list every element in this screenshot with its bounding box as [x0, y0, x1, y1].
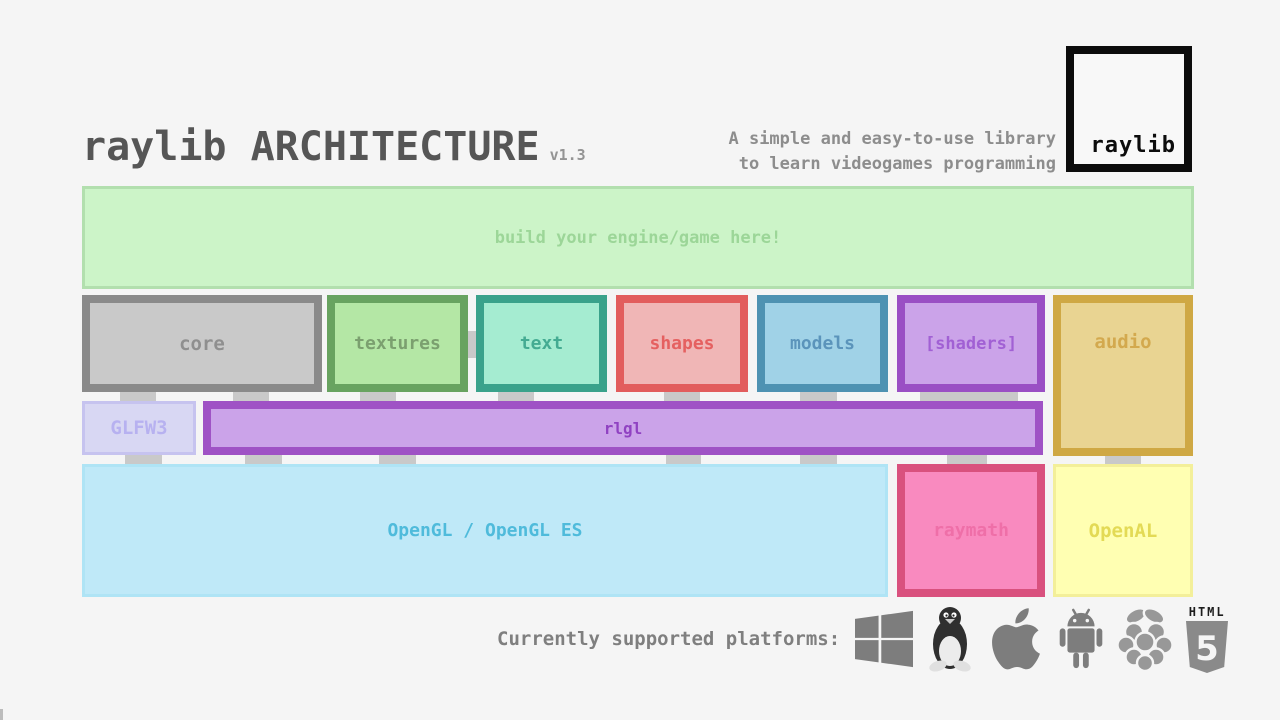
- module-models: models: [757, 295, 888, 392]
- page-title: raylib ARCHITECTURE v1.3: [82, 124, 586, 170]
- rlgl-label: rlgl: [603, 418, 643, 438]
- connector: [245, 455, 282, 465]
- raymath-box: raymath: [897, 464, 1045, 597]
- connector: [498, 392, 534, 402]
- windows-icon: [855, 610, 914, 668]
- html5-icon-text: HTML: [1188, 604, 1226, 619]
- module-audio: audio: [1053, 295, 1193, 456]
- module-core: core: [82, 295, 322, 392]
- html5-number: 5: [1195, 629, 1219, 669]
- platforms-row: Currently supported platforms:: [497, 601, 1230, 677]
- connector: [920, 392, 1018, 402]
- connector: [125, 455, 162, 465]
- engine-box-label: build your engine/game here!: [494, 227, 782, 248]
- raylib-logo: raylib: [1066, 46, 1192, 172]
- android-icon: [1059, 608, 1103, 669]
- linux-icon: [929, 607, 971, 672]
- module-shaders-label: [shaders]: [924, 333, 1018, 354]
- screen-edge-artifact: [0, 709, 3, 720]
- opengl-box: OpenGL / OpenGL ES: [82, 464, 888, 597]
- apple-icon: [992, 608, 1041, 670]
- html5-shield: 5: [1186, 620, 1229, 673]
- opengl-label: OpenGL / OpenGL ES: [387, 520, 583, 541]
- title-text: raylib ARCHITECTURE: [82, 124, 540, 170]
- module-core-label: core: [179, 332, 225, 355]
- module-shapes: shapes: [616, 295, 748, 392]
- module-text: text: [476, 295, 607, 392]
- connector: [800, 392, 837, 402]
- module-textures-label: textures: [354, 333, 441, 354]
- raspberry-pi-icon: [1117, 607, 1174, 671]
- tagline-line-2: to learn videogames programming: [738, 154, 1056, 174]
- engine-box: build your engine/game here!: [82, 186, 1194, 289]
- rlgl-box: rlgl: [203, 401, 1043, 455]
- glfw3-box: GLFW3: [82, 401, 196, 455]
- connector: [664, 392, 700, 402]
- tagline: A simple and easy-to-use library to lear…: [728, 127, 1056, 177]
- connector: [1105, 455, 1141, 465]
- openal-box: OpenAL: [1053, 464, 1193, 597]
- raylib-logo-text: raylib: [1090, 133, 1176, 158]
- connector: [379, 455, 416, 465]
- connector: [233, 392, 269, 402]
- connector: [947, 455, 987, 465]
- module-textures: textures: [327, 295, 468, 392]
- connector: [360, 392, 396, 402]
- openal-label: OpenAL: [1088, 519, 1158, 542]
- module-audio-label: audio: [1094, 331, 1152, 353]
- module-text-label: text: [519, 333, 564, 354]
- module-models-label: models: [789, 333, 856, 354]
- raymath-label: raymath: [933, 520, 1009, 541]
- connector: [800, 455, 837, 465]
- version-label: v1.3: [549, 146, 586, 164]
- html5-icon: HTML 5: [1184, 604, 1230, 673]
- platforms-label: Currently supported platforms:: [497, 628, 841, 650]
- connector: [120, 392, 156, 402]
- tagline-line-1: A simple and easy-to-use library: [728, 129, 1056, 149]
- module-shapes-label: shapes: [649, 333, 715, 354]
- connector: [666, 455, 701, 465]
- glfw3-label: GLFW3: [110, 417, 168, 439]
- module-shaders: [shaders]: [897, 295, 1045, 392]
